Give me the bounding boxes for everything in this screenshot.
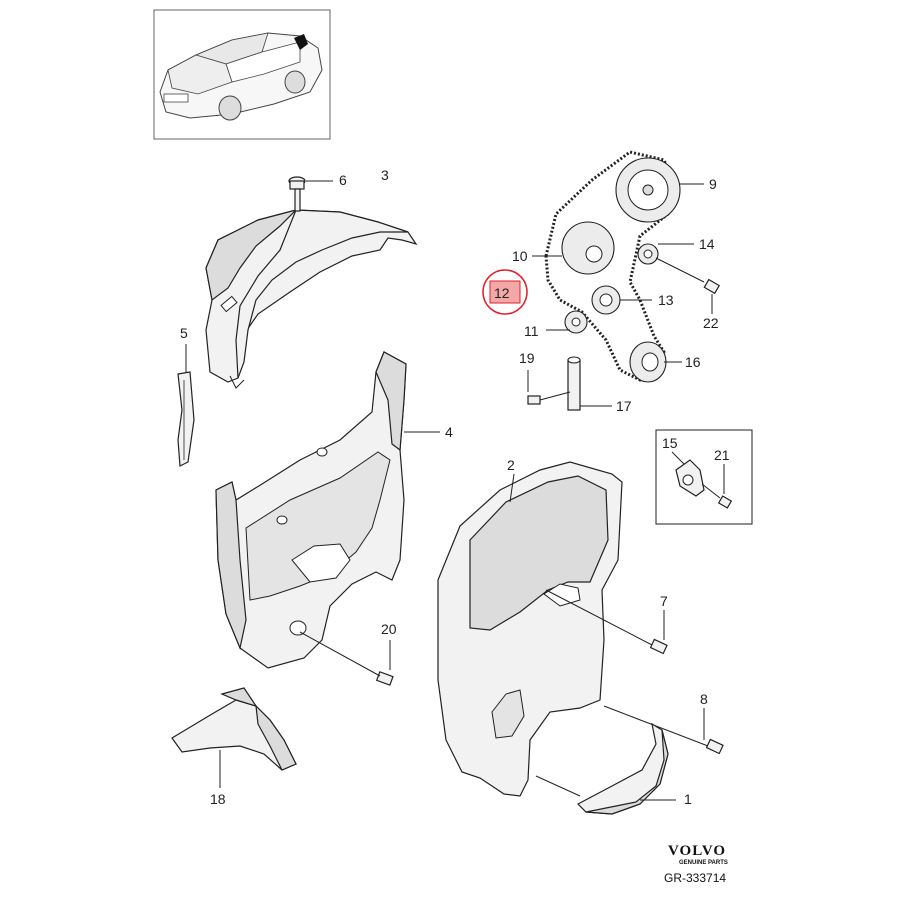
inset-detail-box <box>655 429 753 525</box>
timing-belt-assembly <box>527 150 721 411</box>
callout-16[interactable]: 16 <box>685 354 701 370</box>
part-2-outer-cover <box>437 461 623 797</box>
part-1-lower-cover <box>535 722 676 815</box>
highlight-box <box>489 280 521 304</box>
callout-1[interactable]: 1 <box>684 791 692 807</box>
callout-10[interactable]: 10 <box>512 248 528 264</box>
callout-13[interactable]: 13 <box>658 292 674 308</box>
reference-number: GR-333714 <box>664 871 726 885</box>
brand-footer: VOLVO GENUINE PARTS GR-333714 <box>664 843 728 885</box>
callout-3[interactable]: 3 <box>381 167 389 183</box>
callout-14[interactable]: 14 <box>699 236 715 252</box>
part-21-bolt <box>701 464 733 509</box>
highlight-circle <box>482 269 528 315</box>
part-15-bracket <box>671 451 705 497</box>
part-14-idler-pulley <box>637 243 694 265</box>
part-17-tensioner <box>567 356 612 411</box>
vehicle-locator-thumbnail <box>153 9 331 140</box>
callout-21[interactable]: 21 <box>714 447 730 463</box>
part-10-camshaft-gear <box>532 221 615 275</box>
part-11-idler-pulley <box>546 310 588 334</box>
part-22-bolt <box>655 257 721 314</box>
callout-8[interactable]: 8 <box>700 691 708 707</box>
part-13-tensioner-pulley <box>591 285 652 315</box>
part-19-bolt <box>527 370 571 405</box>
callout-12: 12 <box>494 285 510 301</box>
callout-2[interactable]: 2 <box>507 457 515 473</box>
callout-4[interactable]: 4 <box>445 424 453 440</box>
part-6-bolt <box>288 176 333 212</box>
part-16-crankshaft-gear <box>629 341 682 383</box>
callout-17[interactable]: 17 <box>616 398 632 414</box>
genuine-parts-text: GENUINE PARTS <box>679 860 728 866</box>
callout-19[interactable]: 19 <box>519 350 535 366</box>
part-18-lower-bracket <box>171 687 297 788</box>
volvo-logo: VOLVO <box>668 843 726 859</box>
part-5-clip <box>177 344 195 467</box>
callout-6[interactable]: 6 <box>339 172 347 188</box>
callout-labels: 1 2 3 4 5 6 7 8 9 10 11 12 13 14 15 16 1… <box>180 167 730 807</box>
callout-15[interactable]: 15 <box>662 435 678 451</box>
car-illustration <box>159 32 323 121</box>
part-9-camshaft-gear <box>615 157 704 223</box>
callout-22[interactable]: 22 <box>703 315 719 331</box>
callout-7[interactable]: 7 <box>660 593 668 609</box>
part-20-bolt <box>299 631 394 686</box>
part-4-inner-cover <box>215 351 440 669</box>
callout-18[interactable]: 18 <box>210 791 226 807</box>
part-7-bolt <box>545 589 668 655</box>
callout-12-highlighted[interactable]: 12 <box>482 269 528 315</box>
callout-11[interactable]: 11 <box>524 323 539 339</box>
part-3-upper-cover <box>205 208 418 389</box>
callout-5[interactable]: 5 <box>180 325 188 341</box>
callout-9[interactable]: 9 <box>709 176 717 192</box>
callout-20[interactable]: 20 <box>381 621 397 637</box>
